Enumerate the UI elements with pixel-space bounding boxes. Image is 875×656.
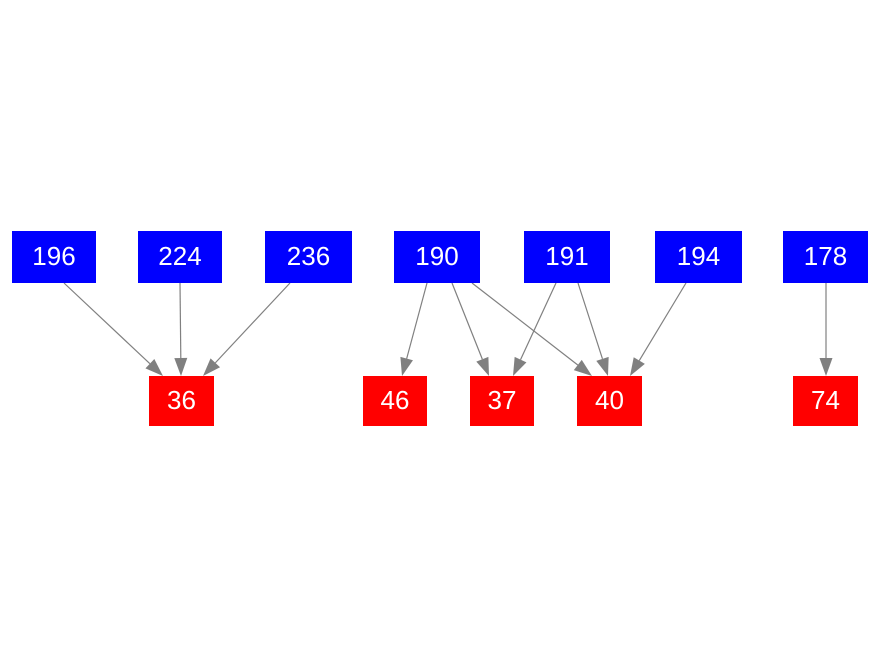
edge-line [638,282,687,361]
node-rect[interactable] [394,231,480,283]
edge-line [520,282,557,360]
node-236[interactable]: 236 [265,231,352,283]
edge-line [63,282,151,365]
arrowhead-icon [573,359,592,376]
node-191[interactable]: 191 [524,231,610,283]
edge-n190-to-n37 [451,282,489,376]
edge-n196-to-n36 [63,282,163,376]
node-label: 191 [545,241,588,271]
edge-line [406,282,428,359]
edge-line [471,282,579,366]
arrowhead-icon [630,357,645,376]
node-label: 46 [381,385,410,415]
node-rect[interactable] [149,376,214,426]
arrowhead-icon [476,356,489,376]
node-label: 40 [595,385,624,415]
node-37[interactable]: 37 [470,376,534,426]
edge-line [214,282,291,364]
edge-n190-to-n46 [400,282,428,376]
edge-n236-to-n36 [203,282,291,376]
node-label: 196 [32,241,75,271]
node-label: 36 [167,385,196,415]
node-74[interactable]: 74 [793,376,858,426]
node-rect[interactable] [524,231,610,283]
node-rect[interactable] [265,231,352,283]
arrowhead-icon [400,356,413,376]
node-label: 224 [158,241,201,271]
edge-line [451,282,483,360]
node-rect[interactable] [470,376,534,426]
arrowhead-icon [513,356,527,376]
node-label: 74 [811,385,840,415]
edge-n194-to-n40 [630,282,687,376]
node-rect[interactable] [793,376,858,426]
node-178[interactable]: 178 [783,231,868,283]
edge-n190-to-n40 [471,282,592,376]
node-rect[interactable] [138,231,222,283]
node-rect[interactable] [783,231,868,283]
edge-n191-to-n40 [577,282,609,376]
edge-n191-to-n37 [513,282,557,376]
node-label: 37 [488,385,517,415]
node-label: 178 [804,241,847,271]
edge-n224-to-n36 [174,282,188,376]
edge-line [179,282,182,359]
node-190[interactable]: 190 [394,231,480,283]
arrowhead-icon [145,358,163,376]
node-label: 236 [287,241,330,271]
edges-layer [63,282,833,376]
nodes-layer: 196 224 236 190 191 194 178 36 46 37 40 74 [12,231,868,426]
node-194[interactable]: 194 [655,231,742,283]
arrowhead-icon [203,358,221,376]
node-label: 190 [415,241,458,271]
arrowhead-icon [596,356,609,376]
edge-n178-to-n74 [819,283,833,376]
arrowhead-icon [174,357,188,376]
node-rect[interactable] [12,231,96,283]
node-36[interactable]: 36 [149,376,214,426]
arrowhead-icon [819,358,833,376]
edge-line [577,282,604,360]
node-196[interactable]: 196 [12,231,96,283]
node-224[interactable]: 224 [138,231,222,283]
node-46[interactable]: 46 [363,376,427,426]
node-rect[interactable] [655,231,742,283]
node-40[interactable]: 40 [577,376,642,426]
node-rect[interactable] [363,376,427,426]
node-rect[interactable] [577,376,642,426]
node-label: 194 [677,241,720,271]
